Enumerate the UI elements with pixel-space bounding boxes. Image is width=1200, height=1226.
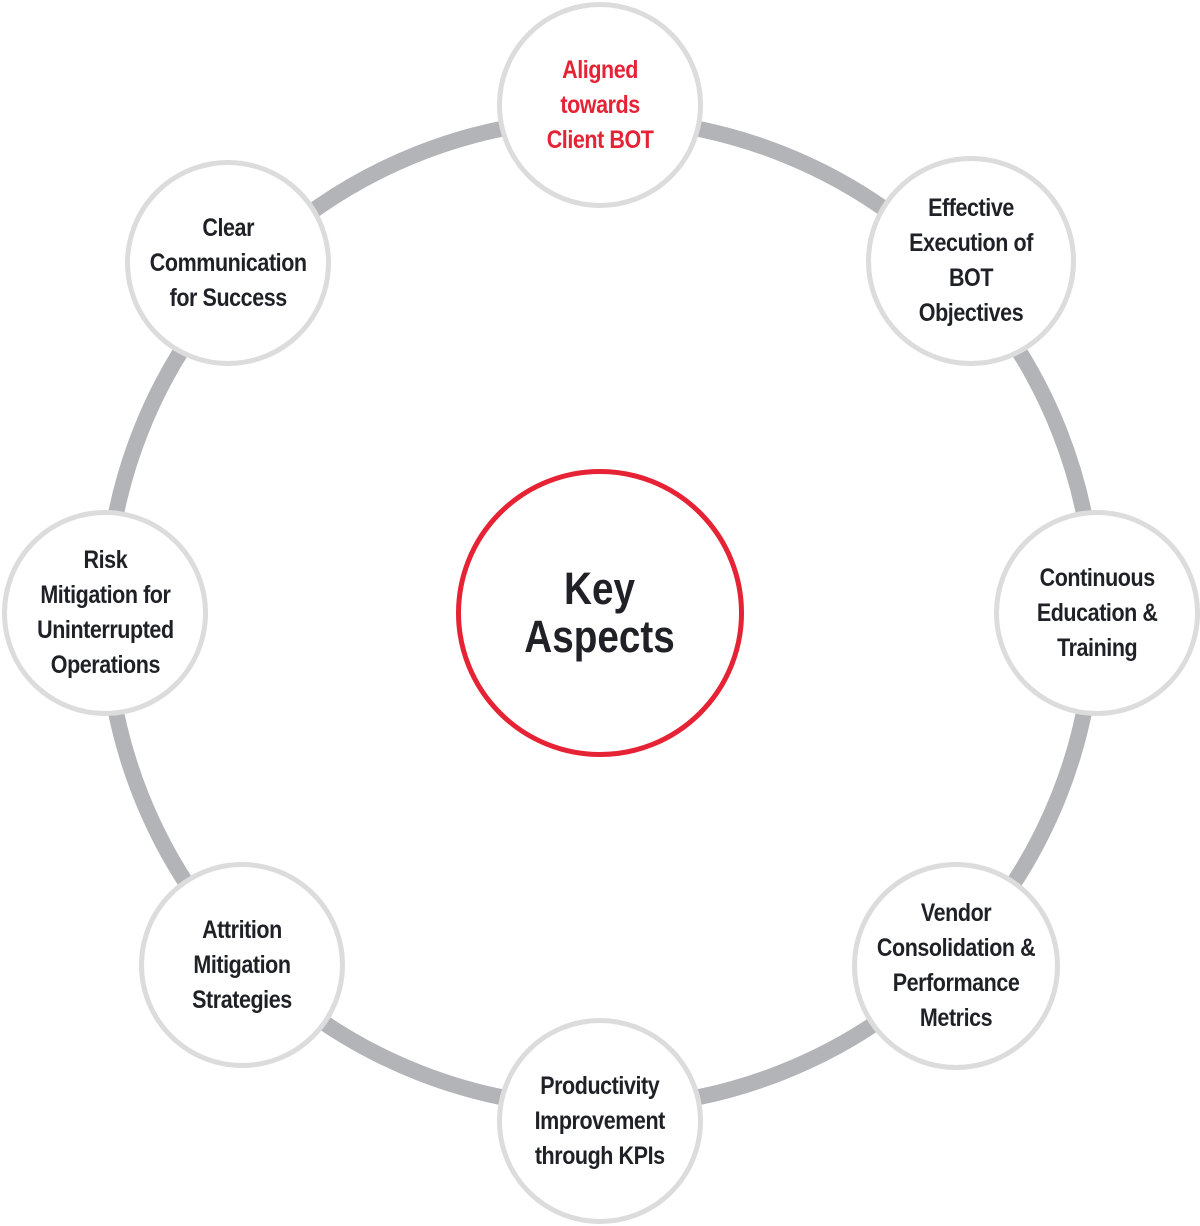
node-label-line: Clear	[202, 213, 254, 242]
node-label-line: Performance	[892, 969, 1020, 997]
node-label-line: Objectives	[918, 299, 1024, 327]
node-productivity-improvement: Productivity Improvement through KPIs	[497, 1018, 703, 1224]
node-label-line: Training	[1056, 633, 1138, 662]
node-label-line: Consolidation &	[876, 934, 1036, 962]
node-label-line: Metrics	[919, 1004, 993, 1032]
node-label-line: BOT	[948, 264, 994, 292]
node-label-line: Continuous	[1039, 563, 1155, 592]
center-label-line: Key	[564, 563, 636, 614]
node-label-line: Operations	[50, 651, 160, 679]
node-label-line: Attrition	[202, 915, 282, 944]
node-continuous-education: Continuous Education & Training	[994, 510, 1200, 716]
node-label-line: Risk	[83, 546, 127, 574]
node-label-line: Mitigation for	[39, 581, 171, 609]
node-label-line: Client BOT	[546, 125, 654, 154]
node-label-line: Improvement	[534, 1106, 666, 1135]
node-label-line: Effective	[928, 194, 1014, 222]
node-label-line: Strategies	[192, 985, 292, 1014]
node-label-line: Communication	[149, 248, 307, 277]
node-label-line: for Success	[169, 283, 287, 312]
node-label-line: Vendor	[920, 899, 992, 927]
node-clear-communication: Clear Communication for Success	[125, 160, 331, 366]
node-aligned-towards-client-bot: Aligned towards Client BOT	[497, 2, 703, 208]
center-label: Key Aspects	[525, 565, 676, 661]
node-risk-mitigation: Risk Mitigation for Uninterrupted Operat…	[2, 510, 208, 716]
node-label-line: Education &	[1036, 598, 1158, 627]
node-label-line: Aligned	[562, 55, 638, 84]
node-attrition-mitigation: Attrition Mitigation Strategies	[139, 862, 345, 1068]
node-label-line: through KPIs	[535, 1141, 665, 1170]
node-effective-execution: Effective Execution of BOT Objectives	[866, 156, 1076, 366]
node-label-line: towards	[560, 90, 640, 119]
node-vendor-consolidation: Vendor Consolidation & Performance Metri…	[852, 862, 1060, 1070]
node-label-line: Productivity	[540, 1071, 660, 1100]
node-label-line: Execution of	[909, 229, 1033, 257]
node-label-line: Uninterrupted	[36, 616, 174, 644]
node-label-line: Mitigation	[193, 950, 291, 979]
center-label-line: Aspects	[524, 611, 676, 662]
center-key-aspects: Key Aspects	[456, 469, 744, 757]
